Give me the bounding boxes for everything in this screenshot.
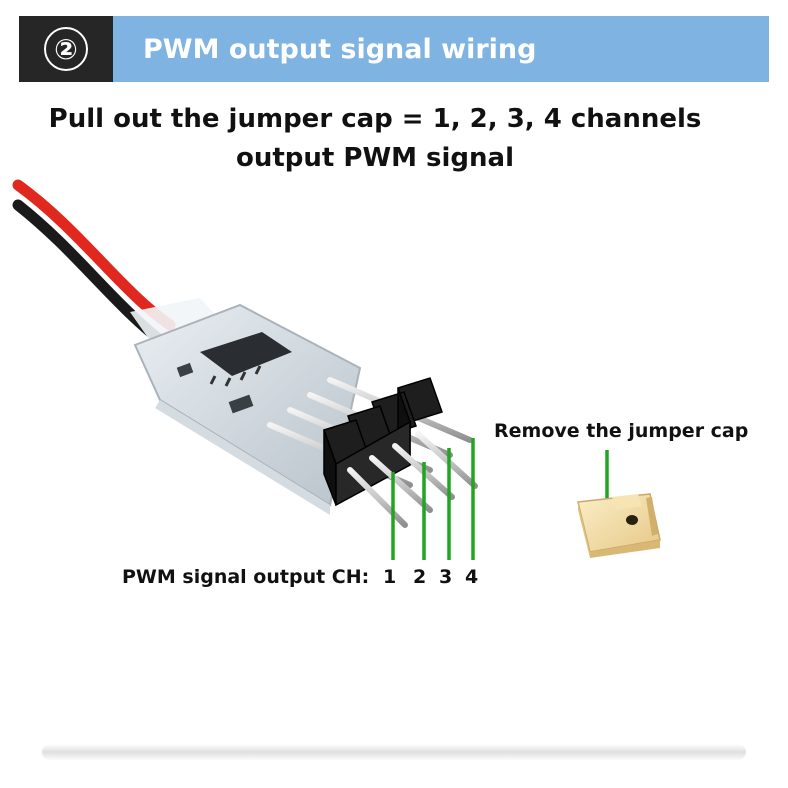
receiver-board <box>133 303 362 515</box>
ic-chip <box>200 332 292 376</box>
jumper-cap-label: Remove the jumper cap <box>494 420 749 442</box>
channel-pointers <box>391 438 475 560</box>
jumper-cap-icon <box>577 493 661 558</box>
channel-2-label: 2 <box>413 566 427 588</box>
page-title: PWM output signal wiring <box>143 33 537 65</box>
section-header: ② PWM output signal wiring <box>19 16 769 82</box>
instruction-line-1: Pull out the jumper cap = 1, 2, 3, 4 cha… <box>48 104 702 134</box>
instruction-text: Pull out the jumper cap = 1, 2, 3, 4 cha… <box>40 100 710 178</box>
bottom-shadow-divider <box>42 744 746 760</box>
pin-header <box>267 377 478 528</box>
channel-3-label: 3 <box>439 566 453 588</box>
step-number-icon: ② <box>44 27 88 71</box>
step-badge-box: ② <box>19 16 113 82</box>
instruction-line-2: output PWM signal <box>235 143 515 173</box>
channel-4-label: 4 <box>465 566 479 588</box>
channel-1-label: 1 <box>383 566 397 588</box>
pwm-output-label: PWM signal output CH: <box>122 566 370 588</box>
header-title-box: PWM output signal wiring <box>113 16 769 82</box>
